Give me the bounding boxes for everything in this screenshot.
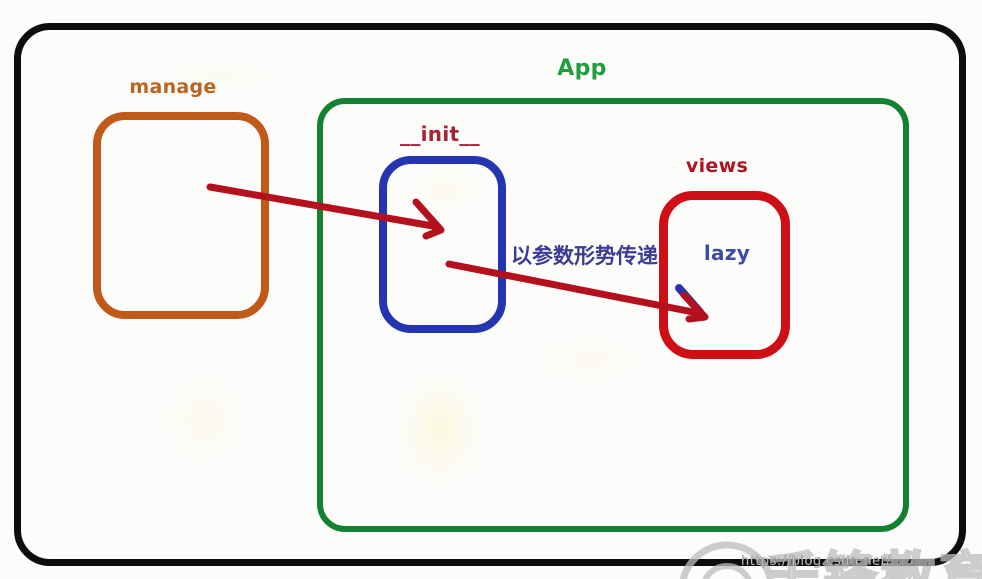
app-box xyxy=(317,98,909,532)
manage-box xyxy=(93,112,269,319)
outer-frame xyxy=(14,23,966,566)
app-label: App xyxy=(557,56,607,81)
manage-label: manage xyxy=(129,76,217,98)
init-box xyxy=(379,156,506,333)
watermark-logo-icon xyxy=(702,563,752,579)
views-box xyxy=(659,191,790,359)
init-label: __init__ xyxy=(400,122,480,146)
param-note: 以参数形势传递 xyxy=(511,244,658,268)
views-label: views xyxy=(685,155,749,177)
lazy-label: lazy xyxy=(703,241,751,265)
